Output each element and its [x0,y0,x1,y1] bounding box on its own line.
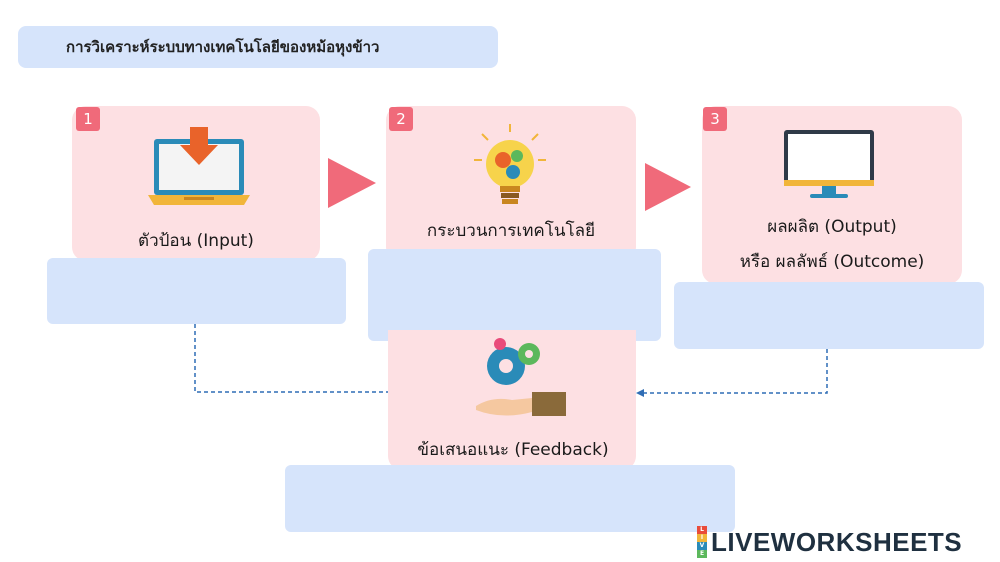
output-label-line1: ผลผลิต (Output) [767,217,897,237]
step-1-badge: 1 [76,107,100,131]
brand-logo: L I V E LIVEWORKSHEETS [697,526,962,558]
output-answer-box[interactable] [674,282,984,349]
arrow-1-to-2 [328,158,376,208]
process-answer-box[interactable] [368,249,661,341]
monitor-icon [784,130,874,198]
gears-hand-icon [476,338,566,416]
input-answer-box[interactable] [47,258,346,324]
arrow-2-to-3 [645,163,691,211]
page-title: การวิเคราะห์ระบบทางเทคโนโลยีของหม้อหุงข้… [66,38,380,56]
lightbulb-gears-icon [474,124,546,204]
input-label: ตัวป้อน (Input) [138,231,254,251]
process-label: กระบวนการเทคโนโลยี [426,221,596,241]
brand-mark-icon: L I V E [697,526,707,558]
feedback-connector-left [194,324,388,393]
title-box: การวิเคราะห์ระบบทางเทคโนโลยีของหม้อหุงข้… [18,26,498,68]
laptop-download-icon [148,127,250,205]
feedback-label: ข้อเสนอแนะ (Feedback) [417,440,609,460]
feedback-connector-right [636,349,828,397]
step-3-badge: 3 [703,107,727,131]
step-2-badge: 2 [389,107,413,131]
feedback-answer-box[interactable] [285,465,735,532]
brand-text: LIVEWORKSHEETS [711,526,963,557]
output-label-line2: หรือ ผลลัพธ์ (Outcome) [739,252,925,272]
